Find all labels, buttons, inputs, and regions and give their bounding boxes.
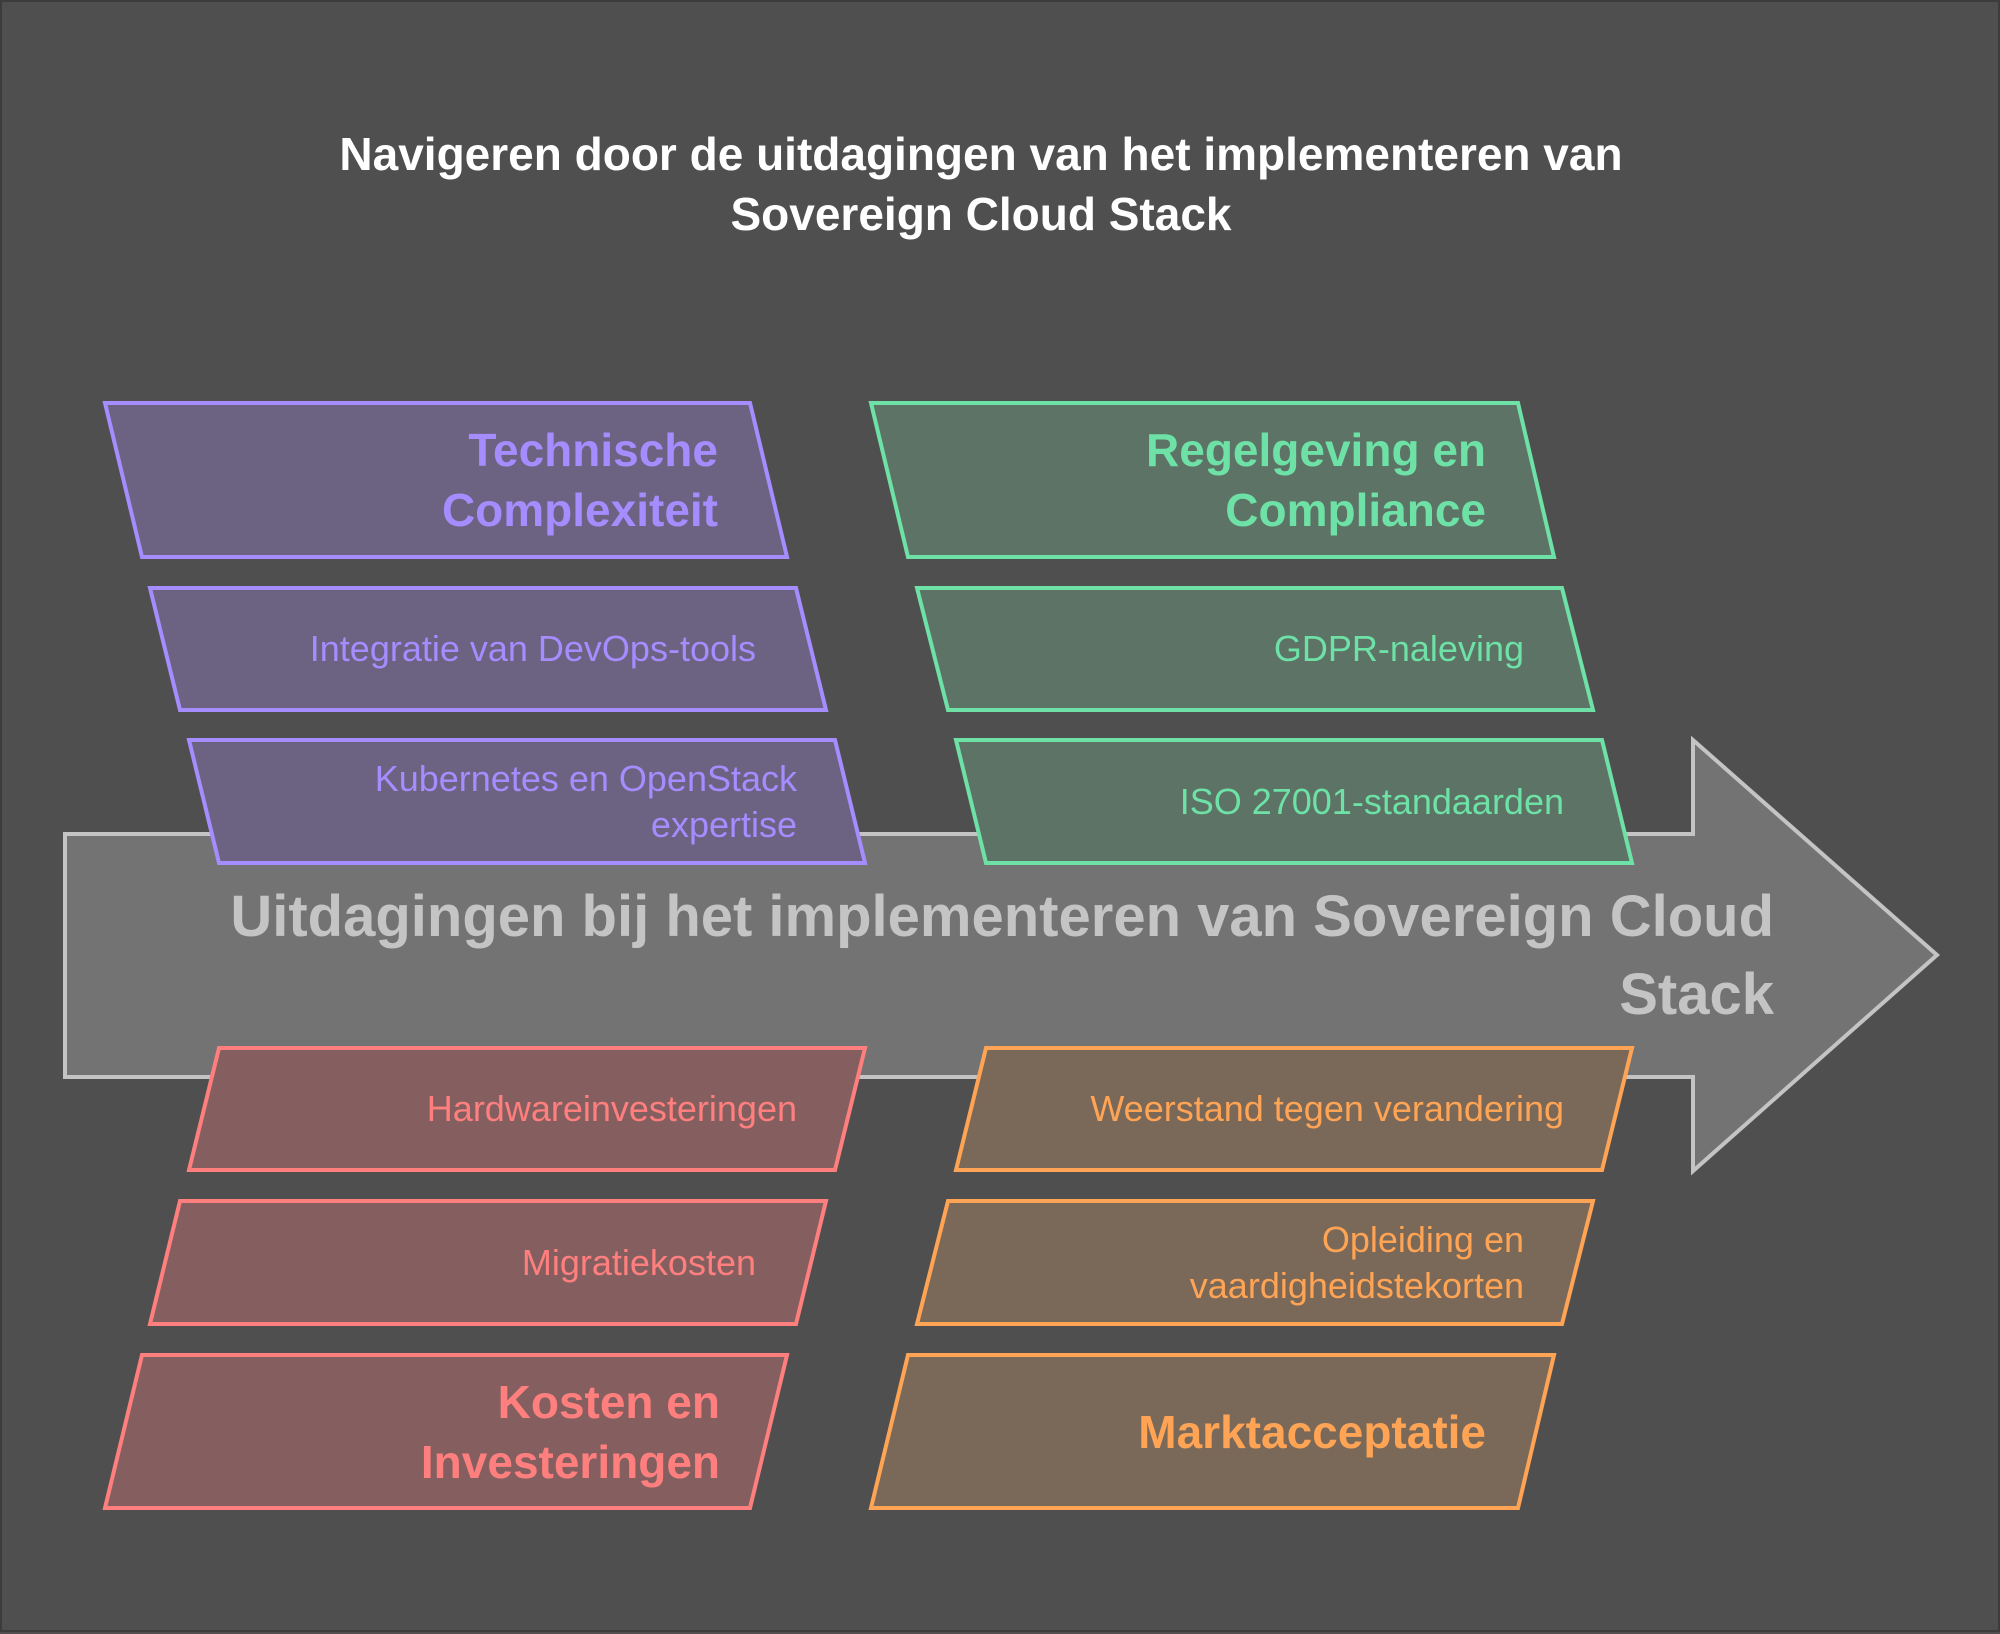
costs-item-1-box: [186, 1046, 868, 1172]
costs-item-2-box: [147, 1199, 829, 1326]
market-item-1-text: Weerstand tegen verandering: [1090, 1088, 1564, 1129]
technical-item-1-text: Integratie van DevOps-tools: [309, 628, 756, 669]
title-line-2: Sovereign Cloud Stack: [730, 188, 1232, 240]
costs-heading: Kosten en Investeringen: [142, 1355, 720, 1508]
technical-item-1: Integratie van DevOps-tools: [180, 588, 756, 710]
technical-item-1-box: [147, 586, 829, 712]
market-heading-box: [868, 1353, 1557, 1510]
technical-item-2-line-1: Kubernetes en OpenStack: [374, 757, 797, 799]
regulation-item-2-box: [953, 738, 1635, 865]
regulation-heading-box: [868, 401, 1557, 559]
costs-heading-box: [102, 1353, 790, 1510]
market-item-1: Weerstand tegen verandering: [986, 1048, 1564, 1170]
costs-item-2: Migratiekosten: [180, 1201, 756, 1324]
market-heading-text: Marktacceptatie: [1138, 1405, 1486, 1458]
technical-heading-line-1: Technische: [468, 424, 718, 476]
spine-label-line-2: Stack: [1619, 962, 1774, 1027]
regulation-item-1: GDPR-naleving: [948, 588, 1524, 710]
costs-heading-line-1: Kosten en: [497, 1375, 720, 1428]
technical-heading-box: [102, 401, 790, 559]
market-heading: Marktacceptatie: [908, 1355, 1486, 1508]
technical-item-2: Kubernetes en OpenStack expertise: [219, 740, 797, 863]
spine-label-line-1: Uitdagingen bij het implementeren van So…: [230, 884, 1774, 949]
regulation-item-2-text: ISO 27001-standaarden: [1179, 780, 1564, 822]
market-item-2-line-2: vaardigheidstekorten: [1189, 1264, 1524, 1306]
market-item-1-box: [953, 1046, 1635, 1172]
technical-heading-line-2: Complexiteit: [441, 484, 718, 536]
regulation-item-1-box: [914, 586, 1596, 712]
title-line-1: Navigeren door de uitdagingen van het im…: [339, 128, 1623, 180]
technical-heading: Technische Complexiteit: [142, 403, 718, 557]
page-title: Navigeren door de uitdagingen van het im…: [2, 124, 1960, 244]
regulation-heading-line-2: Compliance: [1225, 484, 1486, 536]
costs-item-2-text: Migratiekosten: [521, 1241, 756, 1283]
regulation-item-1-text: GDPR-naleving: [1273, 628, 1524, 669]
market-item-2-line-1: Opleiding en: [1321, 1218, 1524, 1260]
costs-heading-line-2: Investeringen: [420, 1435, 720, 1488]
regulation-heading-line-1: Regelgeving en: [1146, 424, 1486, 476]
regulation-heading: Regelgeving en Compliance: [908, 403, 1486, 557]
costs-item-1: Hardwareinvesteringen: [219, 1048, 797, 1170]
technical-item-2-box: [186, 738, 868, 865]
market-item-2-box: [914, 1199, 1596, 1326]
spine-label: Uitdagingen bij het implementeren van So…: [74, 878, 1774, 1034]
market-item-2: Opleiding en vaardigheidstekorten: [948, 1201, 1524, 1324]
technical-item-2-line-2: expertise: [650, 803, 797, 845]
regulation-item-2: ISO 27001-standaarden: [986, 740, 1564, 863]
costs-item-1-text: Hardwareinvesteringen: [426, 1088, 797, 1129]
